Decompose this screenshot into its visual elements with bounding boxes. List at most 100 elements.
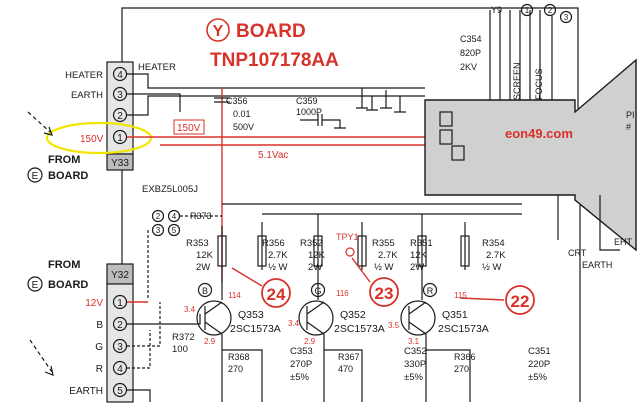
y32-pin-num: 5 [117, 386, 123, 397]
c359-name: C359 [296, 96, 318, 106]
crt-pin [439, 129, 453, 145]
from-e-letter-bottom: E [32, 280, 39, 291]
svg-text:2.7K: 2.7K [378, 250, 398, 261]
c352-tolerance: ±5% [404, 372, 423, 383]
ground-symbols [356, 88, 406, 113]
y32-g-label: G [95, 342, 103, 353]
y32-pin-num: 3 [117, 342, 123, 353]
q353-type: 2SC1573A [230, 323, 281, 335]
tp22-pointer [459, 297, 505, 301]
resistor-r355: R355 2.7K ½ W [357, 235, 398, 273]
q352-channel: G [314, 286, 321, 296]
r373-pin-num: 3 [156, 226, 161, 235]
crt-pin [439, 111, 453, 127]
svg-text:2W: 2W [308, 262, 322, 273]
y32-wire-r [127, 330, 151, 369]
channel-r-circle [422, 282, 438, 298]
connector-y33-name: Y33 [111, 158, 129, 169]
r367-value: 470 [338, 364, 353, 374]
q351-name: Q351 [442, 309, 468, 321]
y33-pin-num: 4 [117, 70, 123, 81]
crt-focus-label: FOCUS [534, 69, 544, 101]
from-label-bottom: FROM [48, 259, 80, 271]
resistor-r353: R353 12K 2W [186, 235, 227, 273]
r373-pin-num: 2 [156, 212, 161, 221]
y32-b-label: B [96, 320, 103, 331]
tpy-point [345, 247, 355, 257]
c356-value: 0.01 [233, 109, 251, 119]
svg-text:2.7K: 2.7K [486, 250, 506, 261]
y32-pin-num: 4 [117, 364, 123, 375]
y33-pin-2 [112, 107, 128, 123]
c359-value: 1000P [296, 107, 322, 117]
y32-wire-earth [127, 389, 151, 402]
watermark: eon49.com [505, 126, 573, 141]
test-point-23 [369, 277, 399, 307]
y33-150v-label: 150V [80, 134, 104, 145]
q353-vb: 3.4 [184, 305, 196, 314]
emitter-wires [221, 334, 471, 402]
c353-tolerance: ±5% [290, 372, 309, 383]
tpy-label: TPY1 [336, 232, 359, 242]
wire-earth [127, 93, 181, 112]
top-connector-pin [543, 3, 557, 17]
q352-body [298, 300, 334, 336]
resistor-r356: R356 2.7K ½ W [257, 235, 288, 273]
connector-y32-name: Y32 [111, 270, 129, 281]
y33-pin-3 [112, 86, 128, 102]
resistor-r354: R354 2.7K ½ W [460, 235, 506, 273]
r373-pin-5 [167, 223, 181, 237]
c353-name: C353 [290, 346, 313, 357]
screen-focus-wires [489, 10, 553, 100]
q353-vc: 114 [228, 291, 241, 300]
svg-text:2.7K: 2.7K [268, 250, 288, 261]
150v-tag: 150V [177, 123, 201, 134]
c359-symbol [300, 114, 346, 129]
y33-heater-label: HEATER [65, 70, 103, 81]
svg-text:½ W: ½ W [482, 262, 502, 273]
r366-value: 270 [454, 364, 469, 374]
y33-pin-num: 1 [117, 133, 123, 144]
c356-name: C356 [226, 96, 248, 106]
top-connector-pin [559, 10, 573, 24]
r373-pin-4 [167, 209, 181, 223]
svg-text:2W: 2W [410, 262, 424, 273]
svg-text:R352: R352 [300, 238, 323, 249]
from-e-circle-bottom [27, 276, 43, 292]
collector-bus [221, 203, 522, 300]
resistor-r352: R352 12K 2W [300, 235, 326, 273]
svg-text:R355: R355 [372, 238, 395, 249]
tp23-pointer [351, 257, 371, 283]
crt-pin [451, 145, 465, 161]
r373-pin-num: 5 [172, 226, 177, 235]
test-point-23-label: 23 [375, 284, 394, 303]
c354-voltage: 2KV [460, 62, 477, 72]
c354-name: C354 [460, 34, 482, 44]
y32-wire-g [127, 302, 161, 347]
svg-text:12K: 12K [308, 250, 326, 261]
r368-name: R368 [228, 352, 250, 362]
y32-pin-5 [112, 382, 128, 398]
crt-screen-label: SCREEN [512, 62, 522, 100]
signal-arrow-head [43, 126, 53, 136]
board-outline [121, 7, 579, 402]
from-board-top: BOARD [48, 170, 88, 182]
crt-earth-wires [557, 195, 620, 251]
signal-arrow [27, 111, 51, 133]
board-letter: Y [213, 23, 224, 40]
q353-channel: B [202, 286, 208, 296]
y32-12v-label: 12V [85, 298, 103, 309]
y32-pin-num: 1 [117, 298, 123, 309]
c351-value: 220P [528, 359, 550, 370]
y32-r-label: R [96, 364, 103, 375]
svg-text:R354: R354 [482, 238, 505, 249]
y33-earth-label: EARTH [71, 90, 103, 101]
q353-body [196, 300, 232, 336]
q351-body [400, 300, 436, 336]
r373-pin-num: 4 [172, 212, 177, 221]
c352-value: 330P [404, 359, 426, 370]
svg-text:R351: R351 [410, 238, 433, 249]
r373-pin-2 [151, 209, 165, 223]
test-point-24 [261, 278, 291, 308]
